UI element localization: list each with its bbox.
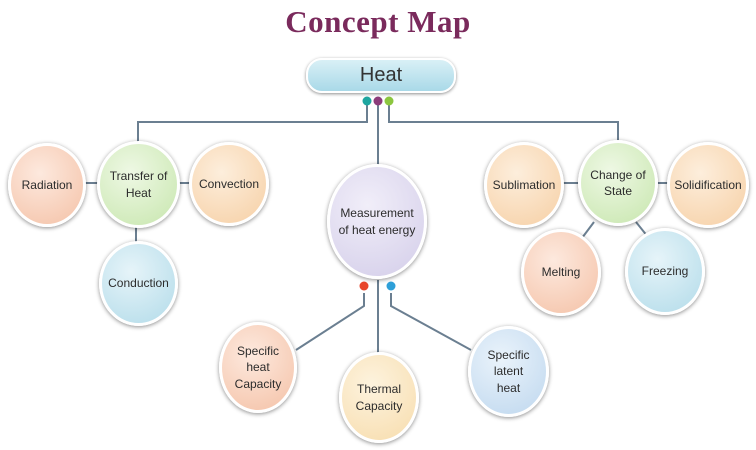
node-thermal-capacity: Thermal Capacity [339, 352, 419, 443]
dot-teal [362, 96, 372, 106]
node-conduction-label: Conduction [108, 276, 169, 291]
node-measurement: Measurement of heat energy [327, 164, 427, 279]
node-measurement-label: Measurement of heat energy [338, 206, 416, 237]
node-specific-heat-label: Specific heat Capacity [234, 344, 282, 391]
node-radiation-label: Radiation [21, 177, 73, 192]
connector-measurement-latent [390, 293, 472, 351]
page-title: Concept Map [285, 4, 471, 39]
node-convection-label: Convection [198, 176, 260, 191]
node-sublimation: Sublimation [484, 142, 564, 228]
connector-measurement-specific-heat [295, 293, 365, 351]
node-thermal-label: Thermal Capacity [355, 382, 403, 413]
node-transfer-of-heat: Transfer of Heat [97, 141, 180, 228]
dot-red [359, 281, 369, 291]
node-latent-label: Specific latent heat [487, 348, 530, 395]
node-solidification-label: Solidification [674, 177, 742, 192]
node-melting-label: Melting [541, 265, 581, 280]
node-solidification: Solidification [667, 142, 749, 228]
node-specific-heat-capacity: Specific heat Capacity [219, 322, 297, 413]
node-freezing-label: Freezing [641, 264, 689, 279]
root-node-heat: Heat [306, 58, 456, 93]
dot-green [384, 96, 394, 106]
connector-heat-to-change [388, 104, 619, 144]
connector-heat-to-transfer [137, 104, 368, 146]
node-convection: Convection [189, 142, 269, 226]
node-transfer-label: Transfer of Heat [109, 169, 168, 200]
node-radiation: Radiation [8, 143, 86, 227]
dot-blue [386, 281, 396, 291]
node-conduction: Conduction [99, 241, 178, 326]
node-melting: Melting [521, 229, 601, 316]
node-specific-latent-heat: Specific latent heat [468, 326, 549, 417]
node-change-label: Change of State [590, 167, 646, 198]
node-freezing: Freezing [625, 228, 705, 315]
node-change-of-state: Change of State [578, 140, 658, 226]
node-sublimation-label: Sublimation [492, 177, 556, 192]
dot-purple [373, 96, 383, 106]
